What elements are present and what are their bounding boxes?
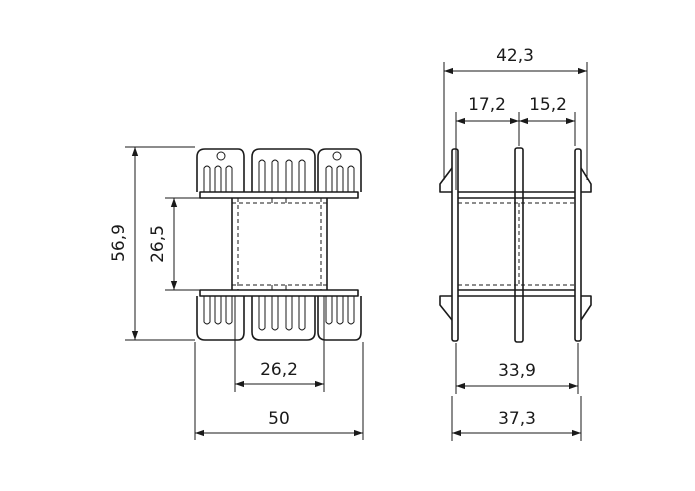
dim-front-width: 50 — [194, 342, 364, 440]
front-view: 56,9 26,5 26,2 50 — [109, 146, 364, 440]
dim-side-sections: 17,2 15,2 — [455, 95, 576, 190]
dim-front-inner-width: 26,2 — [234, 296, 325, 392]
dim-label-front-inner-height: 26,5 — [148, 225, 168, 263]
dim-side-total-width: 42,3 — [443, 46, 588, 180]
dim-label-side-flange-width: 37,3 — [498, 409, 536, 429]
dim-front-inner-height: 26,5 — [148, 197, 230, 291]
dim-label-front-inner-width: 26,2 — [260, 360, 298, 380]
dim-label-front-width: 50 — [268, 409, 290, 429]
dim-front-height: 56,9 — [109, 146, 195, 341]
side-flanges — [439, 147, 592, 343]
dim-label-front-height: 56,9 — [109, 224, 129, 262]
bobbin-core — [231, 198, 328, 290]
dim-label-side-inner-width: 33,9 — [498, 361, 536, 381]
dim-side-inner-width: 33,9 — [455, 343, 579, 394]
dim-label-side-left-section: 17,2 — [468, 95, 506, 115]
side-view: 42,3 17,2 15,2 33,9 37,3 — [439, 46, 592, 441]
bottom-pin-header — [196, 289, 362, 341]
top-pin-header — [196, 148, 362, 199]
side-winding-sections — [458, 191, 575, 297]
dim-label-side-right-section: 15,2 — [529, 95, 567, 115]
dim-side-flange-width: 37,3 — [451, 396, 582, 441]
dim-label-side-total-width: 42,3 — [496, 46, 534, 66]
